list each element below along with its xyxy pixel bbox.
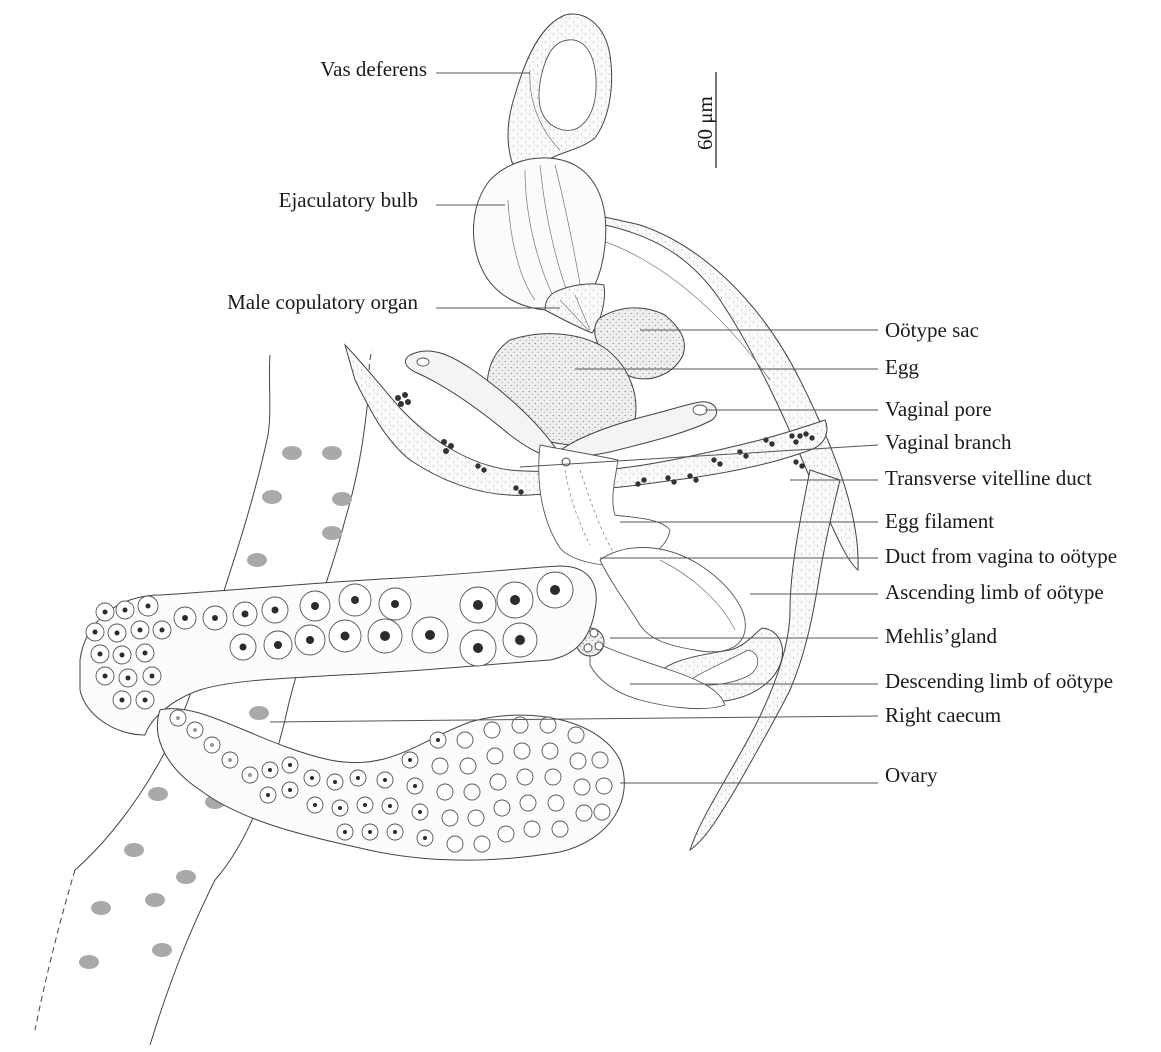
label-ovary: Ovary	[885, 763, 938, 787]
label-right-caecum: Right caecum	[885, 703, 1001, 727]
label-mehlis-gland: Mehlis’gland	[885, 624, 997, 648]
label-ascending-limb: Ascending limb of oötype	[885, 580, 1104, 604]
label-ootype-sac: Oötype sac	[885, 318, 979, 342]
scale-bar: 60 μm	[693, 72, 717, 168]
label-male-copulatory-organ: Male copulatory organ	[227, 290, 418, 314]
label-transverse-vitelline-duct: Transverse vitelline duct	[885, 466, 1092, 490]
vas-deferens-lower	[654, 470, 840, 850]
ovary	[157, 709, 624, 861]
scale-bar-label: 60 μm	[693, 96, 717, 150]
label-vaginal-branch: Vaginal branch	[885, 430, 1012, 454]
label-egg: Egg	[885, 355, 919, 379]
label-duct-vagina-ootype: Duct from vagina to oötype	[885, 544, 1117, 568]
label-descending-limb: Descending limb of oötype	[885, 669, 1113, 693]
label-ejaculatory-bulb: Ejaculatory bulb	[279, 188, 418, 212]
vitellarium	[80, 566, 596, 735]
label-vas-deferens: Vas deferens	[320, 57, 427, 81]
label-egg-filament: Egg filament	[885, 509, 994, 533]
label-vaginal-pore: Vaginal pore	[885, 397, 992, 421]
